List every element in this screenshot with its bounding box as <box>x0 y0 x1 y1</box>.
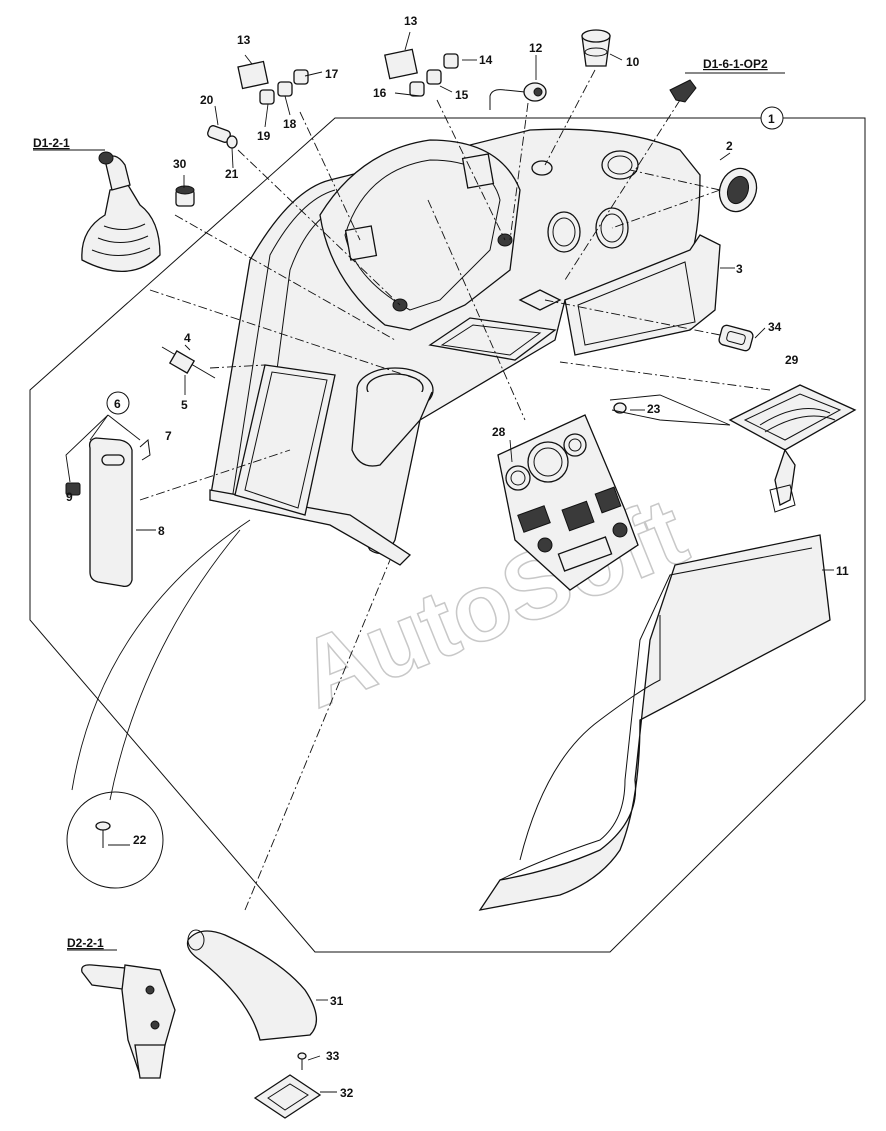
callout-6: 6 <box>114 397 121 411</box>
callout-11: 11 <box>836 564 849 578</box>
connector-d1-6-1-op2 <box>669 79 697 103</box>
ref-d1-6-1-op2[interactable]: D1-6-1-OP2 <box>703 57 768 71</box>
callout-15: 15 <box>455 88 469 102</box>
screw-22 <box>95 821 111 848</box>
dash-leaders <box>139 69 771 911</box>
screw-33 <box>297 1052 307 1070</box>
callout-13a: 13 <box>237 33 251 47</box>
callout-33: 33 <box>326 1049 340 1063</box>
callout-31: 31 <box>330 994 344 1008</box>
plug-23 <box>613 402 627 414</box>
clip-7 <box>139 439 151 461</box>
callout-13b: 13 <box>404 14 418 28</box>
clip-9 <box>65 482 81 496</box>
callout-9: 9 <box>66 490 73 504</box>
callout-21: 21 <box>225 167 239 181</box>
socket-20 <box>207 125 238 149</box>
callout-23: 23 <box>647 402 661 416</box>
switch-17 <box>293 69 309 85</box>
callout-16: 16 <box>373 86 387 100</box>
callout-34: 34 <box>768 320 782 334</box>
bezel-32 <box>253 1074 322 1119</box>
callout-22: 22 <box>133 833 147 847</box>
lever-d2-2-1 <box>81 964 176 1079</box>
switch-19 <box>259 89 275 105</box>
armrest-29 <box>728 384 857 513</box>
callout-1-circle <box>760 106 784 130</box>
callout-6-circle <box>106 391 130 415</box>
cup-10 <box>581 29 611 67</box>
button-30 <box>175 185 195 207</box>
cover-31 <box>186 929 317 1041</box>
ref-d2-2-1[interactable]: D2-2-1 <box>67 936 104 950</box>
console-housing <box>209 128 721 566</box>
callout-17: 17 <box>325 67 339 81</box>
callout-12: 12 <box>529 41 543 55</box>
bezel-34 <box>718 324 754 352</box>
callout-32: 32 <box>340 1086 354 1100</box>
callout-28: 28 <box>492 425 506 439</box>
callout-2: 2 <box>726 139 733 153</box>
latch-4-5 <box>161 346 216 379</box>
assembly-boundary <box>29 117 866 953</box>
switch-16 <box>409 81 425 97</box>
callout-8: 8 <box>158 524 165 538</box>
callout-10: 10 <box>626 55 640 69</box>
callout-14: 14 <box>479 53 493 67</box>
cover-8 <box>88 437 133 588</box>
instrument-panel-28 <box>497 414 639 591</box>
callout-29: 29 <box>785 353 799 367</box>
plug-12 <box>489 82 547 110</box>
callout-19: 19 <box>257 129 271 143</box>
switch-14 <box>443 53 459 69</box>
switch-13a <box>237 60 269 90</box>
switch-18 <box>277 81 293 97</box>
switch-13b <box>384 48 418 80</box>
joystick-boot <box>81 151 161 272</box>
callout-3: 3 <box>736 262 743 276</box>
vent-2 <box>718 167 758 213</box>
callout-7: 7 <box>165 429 172 443</box>
callout-20: 20 <box>200 93 214 107</box>
ref-d1-2-1[interactable]: D1-2-1 <box>33 136 70 150</box>
solid-leaders <box>33 31 834 1093</box>
callout-30: 30 <box>173 157 187 171</box>
detail-circle <box>66 791 164 889</box>
switch-15 <box>426 69 442 85</box>
callout-4: 4 <box>184 331 191 345</box>
callout-1: 1 <box>768 112 775 126</box>
callout-18: 18 <box>283 117 297 131</box>
side-panel-11 <box>478 534 831 911</box>
callout-5: 5 <box>181 398 188 412</box>
